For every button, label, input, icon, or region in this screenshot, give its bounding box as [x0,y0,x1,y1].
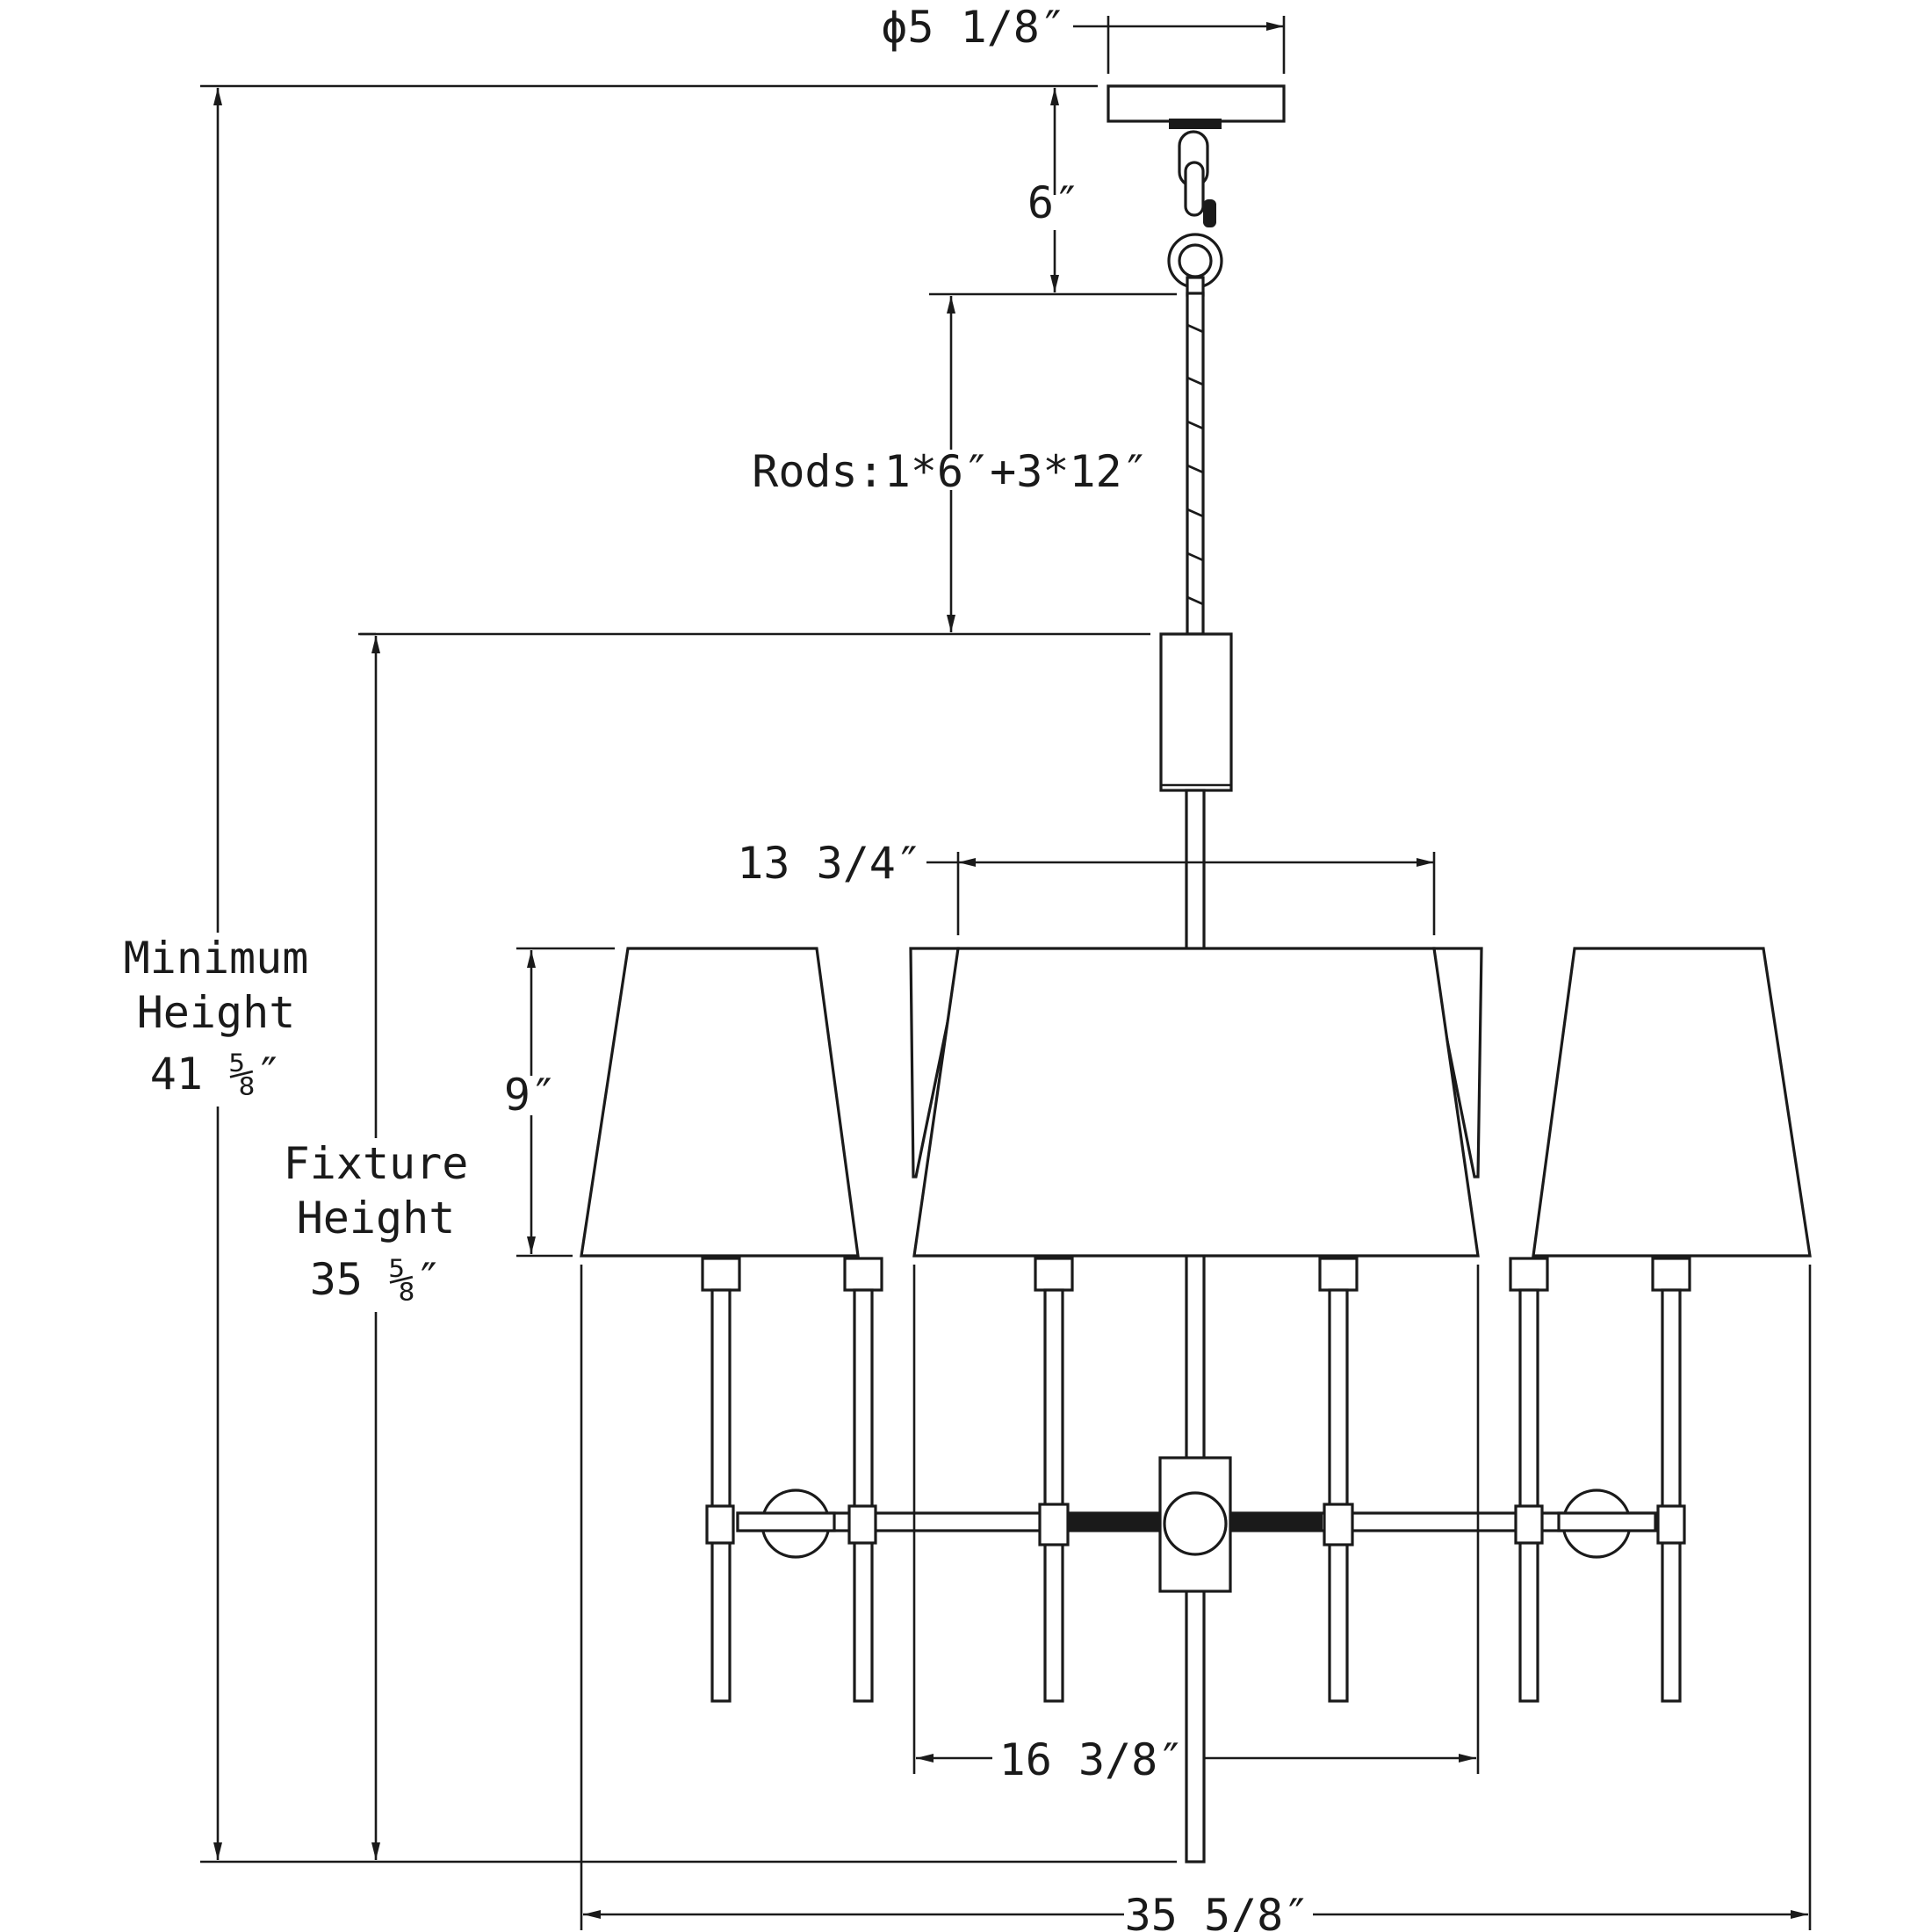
chain [1167,130,1223,297]
fixture-height-label-2: Height [297,1193,456,1244]
canopy-nipple [1169,119,1222,129]
dim-chain-length: 6″ [929,88,1177,296]
dim-shade-height: 9″ [504,947,615,1258]
dim-top-span: 13 3/4″ [737,838,1436,935]
chain-length-label: 6″ [1027,177,1080,228]
candle-arms [701,1257,1691,1703]
shade-right [1532,947,1812,1258]
top-span-label: 13 3/4″ [737,838,922,889]
canopy-diameter-label: ϕ5 1/8″ [881,2,1066,53]
down-rod [1186,292,1205,636]
shade-left [580,947,860,1258]
cross-bar [705,1456,1686,1593]
lamp-shades [580,947,1812,1258]
fixture-height-label-3: 35 ⅝″ [310,1254,443,1305]
dim-overall-width: 35 5/8″ [580,1265,1812,1932]
minimum-height-label-1: Minimum [124,933,309,984]
dim-inner-width: 16 3/8″ [912,1265,1480,1785]
dim-canopy-diameter: ϕ5 1/8″ [881,2,1286,74]
rods-label: Rods:1*6″+3*12″ [752,446,1149,497]
overall-width-label: 35 5/8″ [1125,1890,1310,1932]
dim-rods: Rods:1*6″+3*12″ [360,296,1150,636]
shade-center [912,947,1480,1258]
fixture-height-label-1: Fixture [284,1138,469,1189]
canopy [1107,84,1286,123]
minimum-height-label-2: Height [137,987,296,1038]
minimum-height-label-3: 41 ⅝″ [150,1049,283,1099]
inner-width-label: 16 3/8″ [999,1734,1185,1785]
shade-left-inner [909,947,960,1179]
shade-height-label: 9″ [504,1070,557,1121]
dim-minimum-height: Minimum Height 41 ⅝″ [124,88,1177,1864]
rod-housing [1159,632,1233,792]
dim-fixture-height: Fixture Height 35 ⅝″ [284,632,469,1860]
chandelier [580,84,1812,1864]
